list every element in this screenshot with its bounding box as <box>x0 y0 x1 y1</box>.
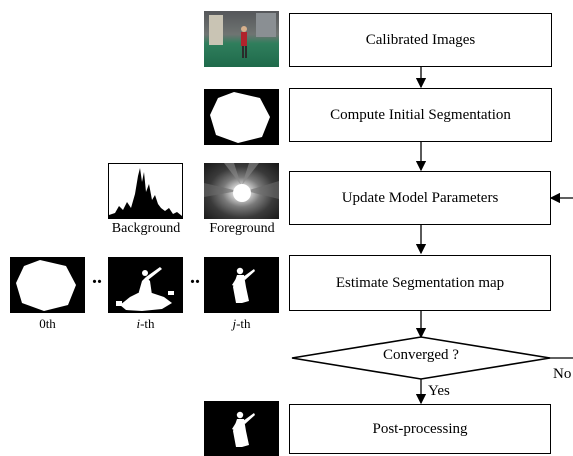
update-model-parameters-box: Update Model Parameters <box>289 171 551 225</box>
octagon-mask-icon <box>16 260 76 311</box>
update-model-parameters-label: Update Model Parameters <box>341 189 499 206</box>
foreground-model-thumbnail <box>204 163 279 219</box>
calibrated-images-label: Calibrated Images <box>365 31 476 48</box>
compute-initial-segmentation-box: Compute Initial Segmentation <box>289 88 552 142</box>
iteration-j-th-thumbnail <box>204 257 279 313</box>
foreground-blob-icon <box>204 163 279 202</box>
no-label: No <box>553 366 572 382</box>
compute-initial-segmentation-label: Compute Initial Segmentation <box>330 106 511 123</box>
partial-segmentation-icon <box>116 267 174 311</box>
post-processing-thumbnail <box>204 401 279 456</box>
converged-decision-diamond <box>291 336 551 380</box>
dancer-silhouette-icon <box>232 267 255 303</box>
calibrated-photo-thumbnail <box>204 11 279 67</box>
label-i-index: i <box>136 316 141 331</box>
background-histogram-thumbnail <box>108 163 183 219</box>
octagon-mask-icon <box>210 92 270 143</box>
estimate-segmentation-map-box: Estimate Segmentation map <box>289 255 551 311</box>
label-i-suffix: -th <box>140 316 155 331</box>
converged-label: Converged ? <box>383 347 459 363</box>
label-0th: 0th <box>39 316 56 331</box>
post-processing-label: Post-processing <box>372 420 468 437</box>
ellipsis-2: .. <box>190 266 200 288</box>
background-label: Background <box>111 221 181 236</box>
calibrated-images-box: Calibrated Images <box>289 13 552 67</box>
histogram-icon <box>109 168 182 218</box>
post-processing-box: Post-processing <box>289 404 551 454</box>
iteration-0th-thumbnail <box>10 257 85 313</box>
initial-segmentation-thumbnail <box>204 89 279 145</box>
label-j-th: j-th <box>204 316 279 332</box>
ellipsis-1: .. <box>92 266 102 288</box>
foreground-label: Foreground <box>209 221 275 236</box>
dancer-silhouette-icon <box>232 411 255 447</box>
dancer-figure-icon <box>209 13 276 58</box>
estimate-segmentation-map-label: Estimate Segmentation map <box>335 274 505 291</box>
yes-label: Yes <box>428 383 450 399</box>
label-j-suffix: -th <box>236 316 251 331</box>
label-j-index: j <box>232 316 237 331</box>
label-i-th: i-th <box>108 316 183 332</box>
iteration-i-th-thumbnail <box>108 257 183 313</box>
